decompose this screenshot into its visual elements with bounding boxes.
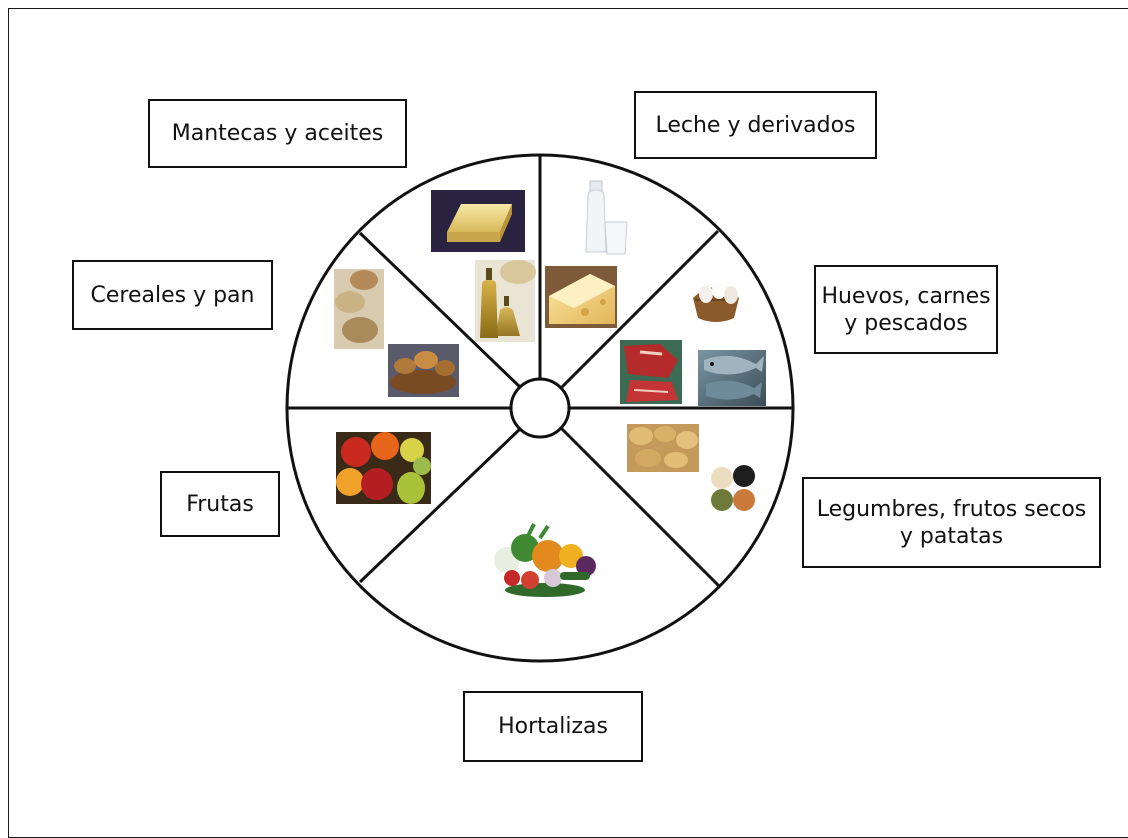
raw-meat-image	[620, 340, 682, 404]
label-leche-y-derivados: Leche y derivados	[634, 91, 877, 159]
label-mantecas-y-aceites: Mantecas y aceites	[148, 99, 407, 168]
cheese-image	[545, 266, 617, 328]
egg-basket-image	[693, 281, 739, 322]
potatoes-image	[627, 424, 699, 472]
bread-basket-image	[388, 344, 459, 397]
divider-line	[358, 231, 522, 389]
label-frutas: Frutas	[160, 471, 280, 537]
divider-line	[358, 427, 522, 584]
fish-image	[698, 350, 766, 406]
label-hortalizas: Hortalizas	[463, 691, 643, 762]
label-cereales-y-pan: Cereales y pan	[72, 260, 273, 330]
divider-line	[560, 229, 720, 389]
grains-image	[334, 269, 384, 349]
label-legumbres-frutos-secos-y-patatas: Legumbres, frutos secos y patatas	[802, 477, 1101, 568]
food-wheel	[285, 153, 795, 663]
center-circle	[509, 377, 571, 439]
milk-image	[585, 178, 629, 256]
divider-line	[560, 427, 721, 588]
butter-image	[431, 190, 525, 252]
oil-bottles-image	[475, 260, 536, 342]
legumes-image	[708, 465, 758, 513]
label-huevos-carnes-y-pescados: Huevos, carnes y pescados	[814, 265, 998, 354]
vegetables-image	[494, 523, 596, 597]
fruits-image	[336, 432, 431, 504]
